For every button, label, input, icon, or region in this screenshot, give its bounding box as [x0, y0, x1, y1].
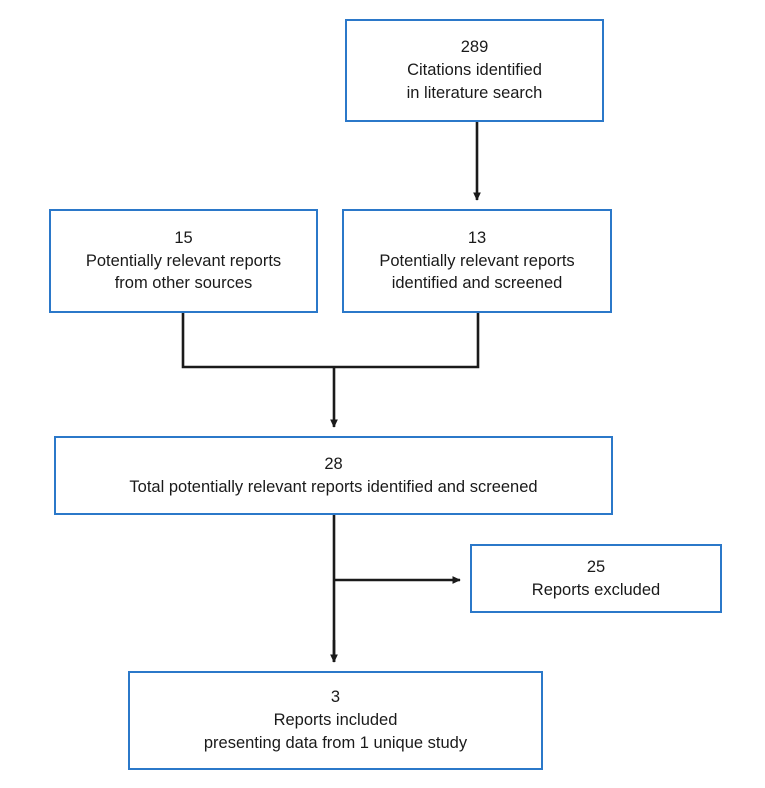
- node-other-sources-line1: Potentially relevant reports: [85, 251, 282, 270]
- node-other-sources-line2: from other sources: [114, 274, 253, 293]
- node-screened-count: 13: [467, 228, 487, 247]
- node-other-sources: 15 Potentially relevant reports from oth…: [49, 209, 318, 313]
- node-included-line1: Reports included: [273, 711, 398, 730]
- node-excluded-count: 25: [586, 557, 606, 576]
- node-identified-and-screened: 13 Potentially relevant reports identifi…: [342, 209, 612, 313]
- node-screened-line2: identified and screened: [391, 274, 563, 293]
- node-included-line2: presenting data from 1 unique study: [203, 733, 468, 752]
- node-citations-line1: Citations identified: [407, 61, 542, 80]
- node-reports-included: 3 Reports included presenting data from …: [128, 671, 543, 770]
- node-citations-line2: in literature search: [406, 83, 543, 102]
- node-screened-line1: Potentially relevant reports: [379, 251, 575, 270]
- node-reports-excluded: 25 Reports excluded: [470, 544, 722, 613]
- node-included-count: 3: [330, 688, 341, 707]
- connector-sources-to-total: [181, 313, 480, 428]
- node-excluded-line1: Reports excluded: [531, 580, 661, 599]
- node-citations-identified: 289 Citations identified in literature s…: [345, 19, 604, 122]
- node-total-line1: Total potentially relevant reports ident…: [129, 477, 538, 496]
- node-total-count: 28: [324, 454, 343, 473]
- node-other-sources-count: 15: [174, 228, 193, 247]
- connector-total-to-excluded: [332, 515, 461, 662]
- node-citations-count: 289: [460, 38, 489, 57]
- node-total-potentially-relevant: 28 Total potentially relevant reports id…: [54, 436, 613, 515]
